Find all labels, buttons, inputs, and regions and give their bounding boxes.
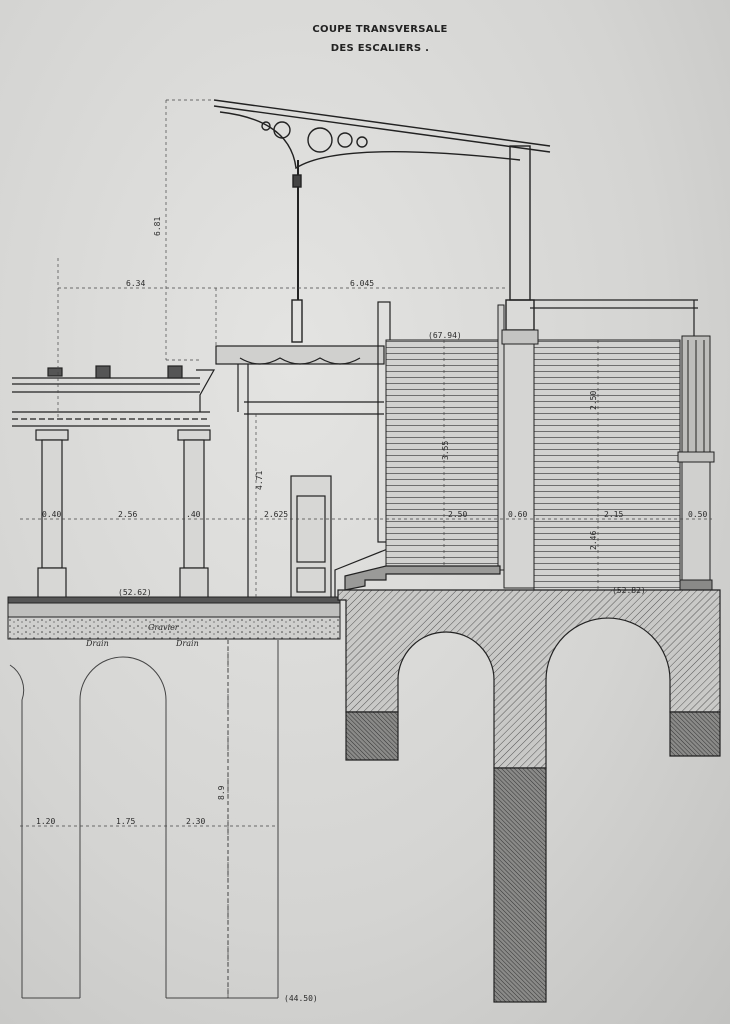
dimension-labels: 6.81 6.34 6.045 4.71 3.55 2.50 2.46 0.40… (36, 217, 707, 1003)
label-drain-left: Drain (85, 639, 109, 648)
level-upper: (67.94) (428, 331, 462, 340)
masonry-vaults (337, 565, 721, 1003)
dim-found-a: 1.20 (36, 817, 55, 826)
dim-found-b: 1.75 (116, 817, 135, 826)
fluted-pilaster (677, 335, 715, 593)
title-line-1: COUPE TRANSVERSALE (312, 24, 448, 35)
dim-gap-a: 0.40 (42, 510, 61, 519)
dim-stair-height: 3.55 (441, 441, 450, 460)
dim-bay-a: 2.56 (118, 510, 137, 519)
dim-roof-height: 6.81 (153, 217, 162, 236)
dim-gap-d: 0.50 (688, 510, 707, 519)
stair-flights (385, 304, 681, 591)
dim-gap-c: 0.60 (508, 510, 527, 519)
stair-hall (215, 301, 391, 599)
dimension-lines (20, 99, 712, 998)
dim-right-height-bottom: 2.46 (589, 531, 598, 550)
column-right (177, 429, 211, 599)
dim-right-height-top: 2.50 (589, 391, 598, 410)
dim-bay-c: 2.50 (448, 510, 467, 519)
dim-gap-b: .40 (186, 510, 201, 519)
label-gravier: Gravier (148, 623, 180, 632)
dim-bay-b: 2.625 (264, 510, 288, 519)
dim-span-left: 6.34 (126, 279, 145, 288)
roof-truss (213, 99, 551, 343)
column-left (35, 429, 69, 599)
title-line-2: DES ESCALIERS . (330, 43, 430, 54)
dim-wall-height: 4.71 (255, 471, 264, 490)
level-right-floor: (52.82) (612, 586, 646, 595)
level-platform: (52.62) (118, 588, 152, 597)
dim-bay-d: 2.15 (604, 510, 623, 519)
upper-beam (530, 299, 698, 340)
platform-canopy (12, 365, 216, 427)
dim-span-right: 6.045 (350, 279, 374, 288)
drawing-title: COUPE TRANSVERSALE DES ESCALIERS . (300, 20, 460, 58)
dim-found-height: 8.9 (217, 785, 226, 800)
platform-ground (7, 596, 341, 640)
foundation-outline (9, 640, 279, 999)
label-drain-right: Drain (175, 639, 199, 648)
dim-found-c: 2.30 (186, 817, 205, 826)
level-bottom: (44.50) (284, 994, 318, 1003)
